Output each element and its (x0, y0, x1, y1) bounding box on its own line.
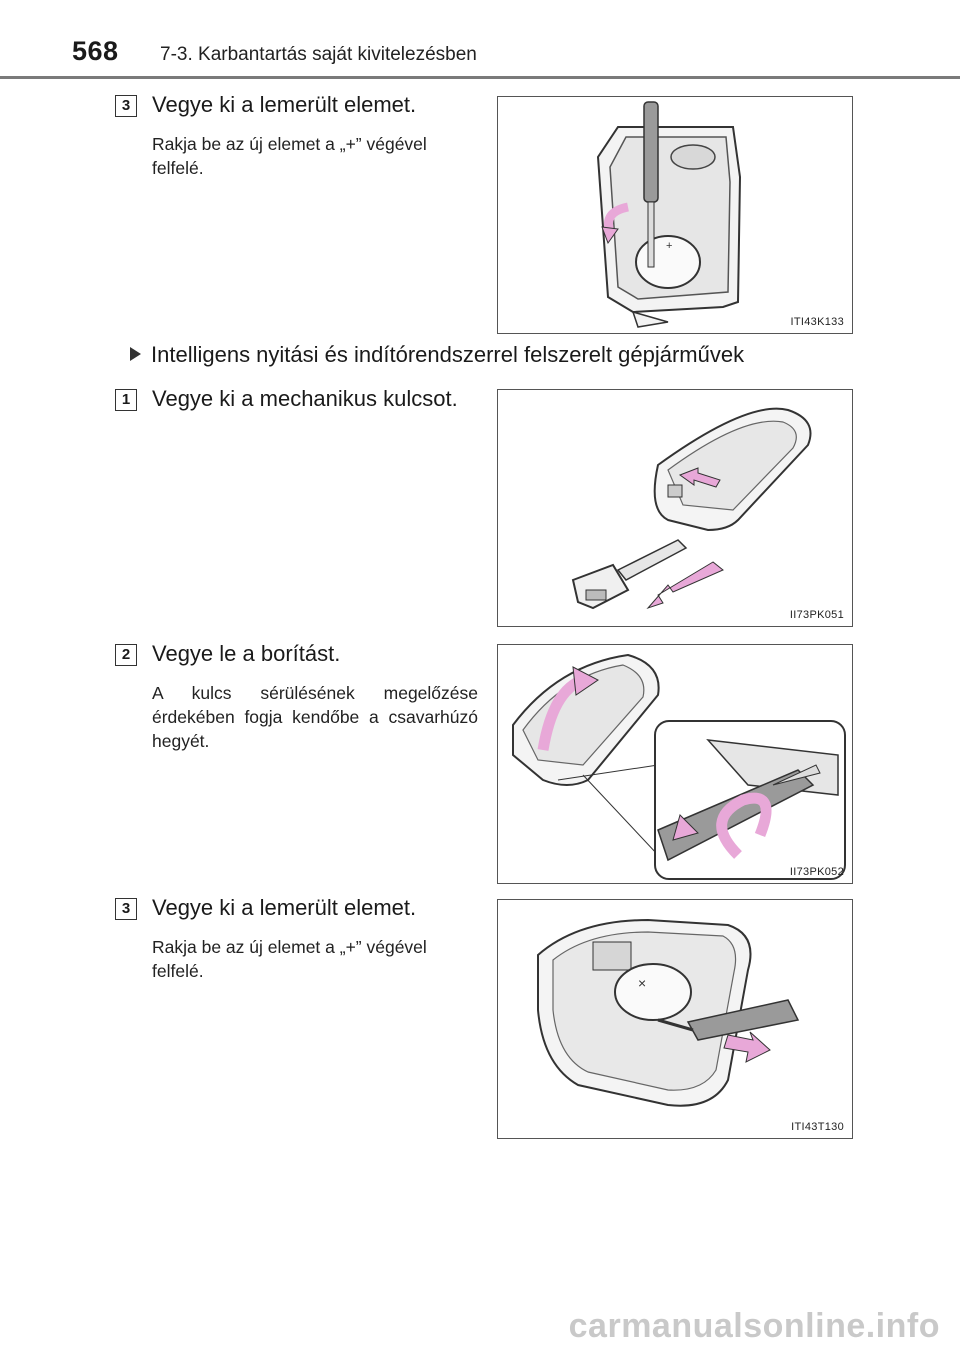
step-title: Vegye ki a mechanikus kulcsot. (152, 386, 458, 411)
figure-code: ITI43K133 (790, 316, 844, 328)
step-title: Vegye ki a lemerült elemet. (152, 92, 417, 117)
figure-cover-removal: II73PK052 (497, 644, 853, 884)
step-number-badge: 3 (115, 95, 137, 117)
watermark: carmanualsonline.info (568, 1307, 940, 1345)
figure-code: II73PK051 (789, 609, 844, 621)
step-body: Rakja be az új elemet a „+” végével felf… (152, 134, 427, 178)
step-body: A kulcs sérülésének megelőzése érdekében… (152, 683, 478, 751)
figure-code: ITI43T130 (791, 1121, 844, 1133)
step-title: Vegye ki a lemerült elemet. (152, 895, 417, 920)
subsection-title: Intelligens nyitási és indítórendszerrel… (151, 342, 745, 367)
header-rule (0, 76, 960, 79)
step-body: Rakja be az új elemet a „+” végével felf… (152, 937, 427, 981)
page-number: 568 (72, 36, 119, 66)
figure-mechanical-key: II73PK051 (497, 389, 853, 627)
step-number-badge: 1 (115, 389, 137, 411)
subsection-heading: Intelligens nyitási és indítórendszerrel… (130, 342, 744, 368)
step-title: Vegye le a borítást. (152, 641, 341, 666)
svg-text:×: × (638, 975, 646, 991)
figure-battery-removal: + ITI43K133 (497, 96, 853, 334)
figure-code: II73PK052 (789, 866, 844, 878)
step-number-badge: 2 (115, 644, 137, 666)
triangle-bullet-icon (130, 347, 141, 361)
step-number-badge: 3 (115, 898, 137, 920)
figure-battery-removal-smart: × ITI43T130 (497, 899, 853, 1139)
section-title: 7-3. Karbantartás saját kivitelezésben (160, 44, 477, 65)
svg-text:+: + (666, 240, 672, 252)
